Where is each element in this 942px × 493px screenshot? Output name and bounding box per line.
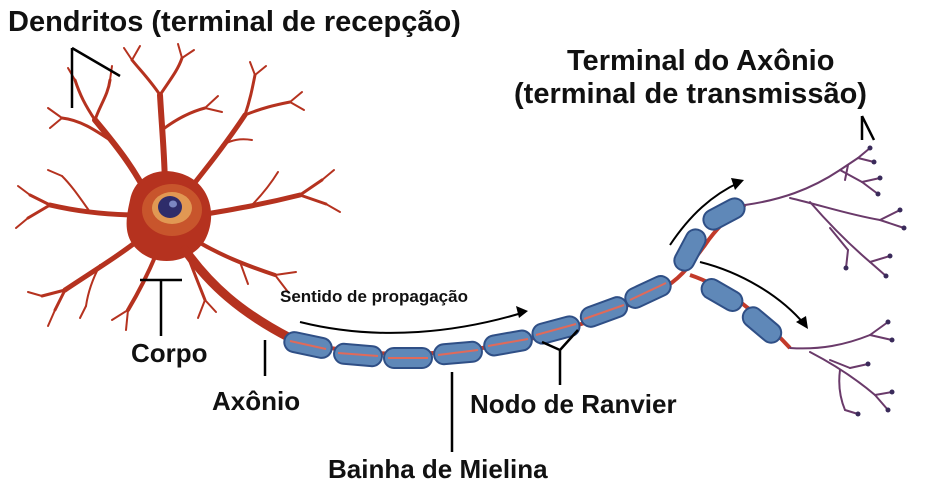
myelin-segment: [673, 228, 707, 272]
dendrites-label: Dendritos (terminal de recepção): [8, 6, 461, 38]
arrow-right-icon: [669, 181, 741, 246]
body-bracket: [140, 278, 182, 336]
dendrites-pointer: [70, 46, 121, 108]
myelin-core-highlights: [289, 282, 667, 359]
myelin-segment: [702, 197, 746, 231]
body-label: Corpo: [131, 338, 208, 368]
terminal-knobs: [843, 145, 907, 417]
propagation-label: Sentido de propagação: [280, 287, 468, 306]
pointer-lines: [70, 46, 876, 452]
arrow-right-icon: [699, 261, 806, 326]
axon-terminal-lower: [789, 321, 893, 415]
myelin-sheath: [283, 197, 783, 369]
ranvier-node-label: Nodo de Ranvier: [470, 389, 677, 419]
ranvier-pointer: [541, 329, 579, 385]
axon-label: Axônio: [212, 386, 300, 416]
axon-core: [180, 203, 792, 356]
myelin-segment: [700, 278, 744, 312]
nucleus: [158, 196, 182, 218]
terminal-pointer: [860, 115, 876, 141]
myelin-sheath-label: Bainha de Mielina: [328, 454, 548, 484]
axon-terminal-label-line1: Terminal do Axônio: [567, 45, 834, 77]
axon-terminal-upper: [744, 147, 905, 277]
arrow-right-icon: [299, 311, 526, 334]
axon-terminal-label-line2: (terminal de transmissão): [514, 78, 867, 110]
propagation-arrows: [299, 178, 808, 334]
myelin-segment: [741, 306, 783, 344]
